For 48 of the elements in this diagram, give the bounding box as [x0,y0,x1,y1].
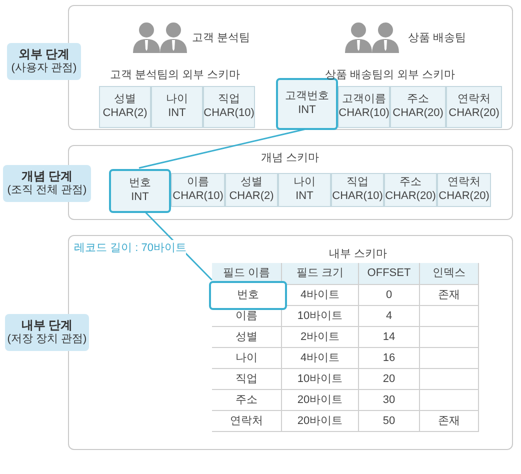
table-cell: 직업 CHAR(10) [331,173,384,207]
record-length-note: 레코드 길이 : 70바이트 [74,240,186,256]
table-cell: 존재 [420,411,479,432]
table-cell: 10바이트 [282,306,359,327]
table-cell: 직업 [212,369,282,390]
table-cell: 주소 CHAR(20) [384,173,437,207]
schema-title: 고객 분석팀의 외부 스키마 [108,68,242,83]
highlighted-cell: 번호 [209,281,287,310]
table-cell: 16 [359,348,420,369]
team-label: 상품 배송팀 [408,31,468,46]
table-cell: 4바이트 [282,348,359,369]
table-cell: 이름 CHAR(10) [171,173,225,207]
table-cell: 성별 CHAR(2) [225,173,278,207]
level-label: 내부 단계 (저장 장치 관점) [5,314,89,351]
table-cell: 30 [359,390,420,411]
table-cell: 10바이트 [282,369,359,390]
table-cell: 인덱스 [420,263,479,285]
table-cell: 직업 CHAR(10) [203,86,255,128]
team-label: 고객 분석팀 [192,31,252,46]
table-cell: 성별 CHAR(2) [99,86,151,128]
schema-title: 개념 스키마 [260,151,320,166]
table-cell: 연락처 CHAR(20) [437,173,491,207]
table-cell: 연락처 [212,411,282,432]
table-cell: 2바이트 [282,327,359,348]
table-cell: 20바이트 [282,390,359,411]
connector-line [138,128,306,169]
table-cell: 50 [359,411,420,432]
table-cell: 나이 [212,348,282,369]
table-cell: 20 [359,369,420,390]
table-cell: 나이 INT [278,173,331,207]
schema-title: 내부 스키마 [328,247,388,262]
table-cell: 주소 CHAR(20) [390,86,446,128]
highlighted-cell: 고객번호 INT [276,78,338,130]
table-cell: 주소 [212,390,282,411]
table-cell: 나이 INT [151,86,203,128]
level-label: 개념 단계 (조직 전체 관점) [3,165,91,202]
table-cell: 20바이트 [282,411,359,432]
table-cell: 필드 크기 [282,263,359,285]
highlighted-cell: 번호 INT [109,169,171,213]
table-cell: OFFSET [359,263,420,285]
table-cell: 연락처 CHAR(20) [446,86,502,128]
table-cell: 14 [359,327,420,348]
table-cell: 고객이름 CHAR(10) [338,86,390,128]
table-cell: 4 [359,306,420,327]
level-label: 외부 단계 (사용자 관점) [7,43,81,80]
table-cell: 0 [359,285,420,306]
table-cell: 성별 [212,327,282,348]
table-cell: 존재 [420,285,479,306]
